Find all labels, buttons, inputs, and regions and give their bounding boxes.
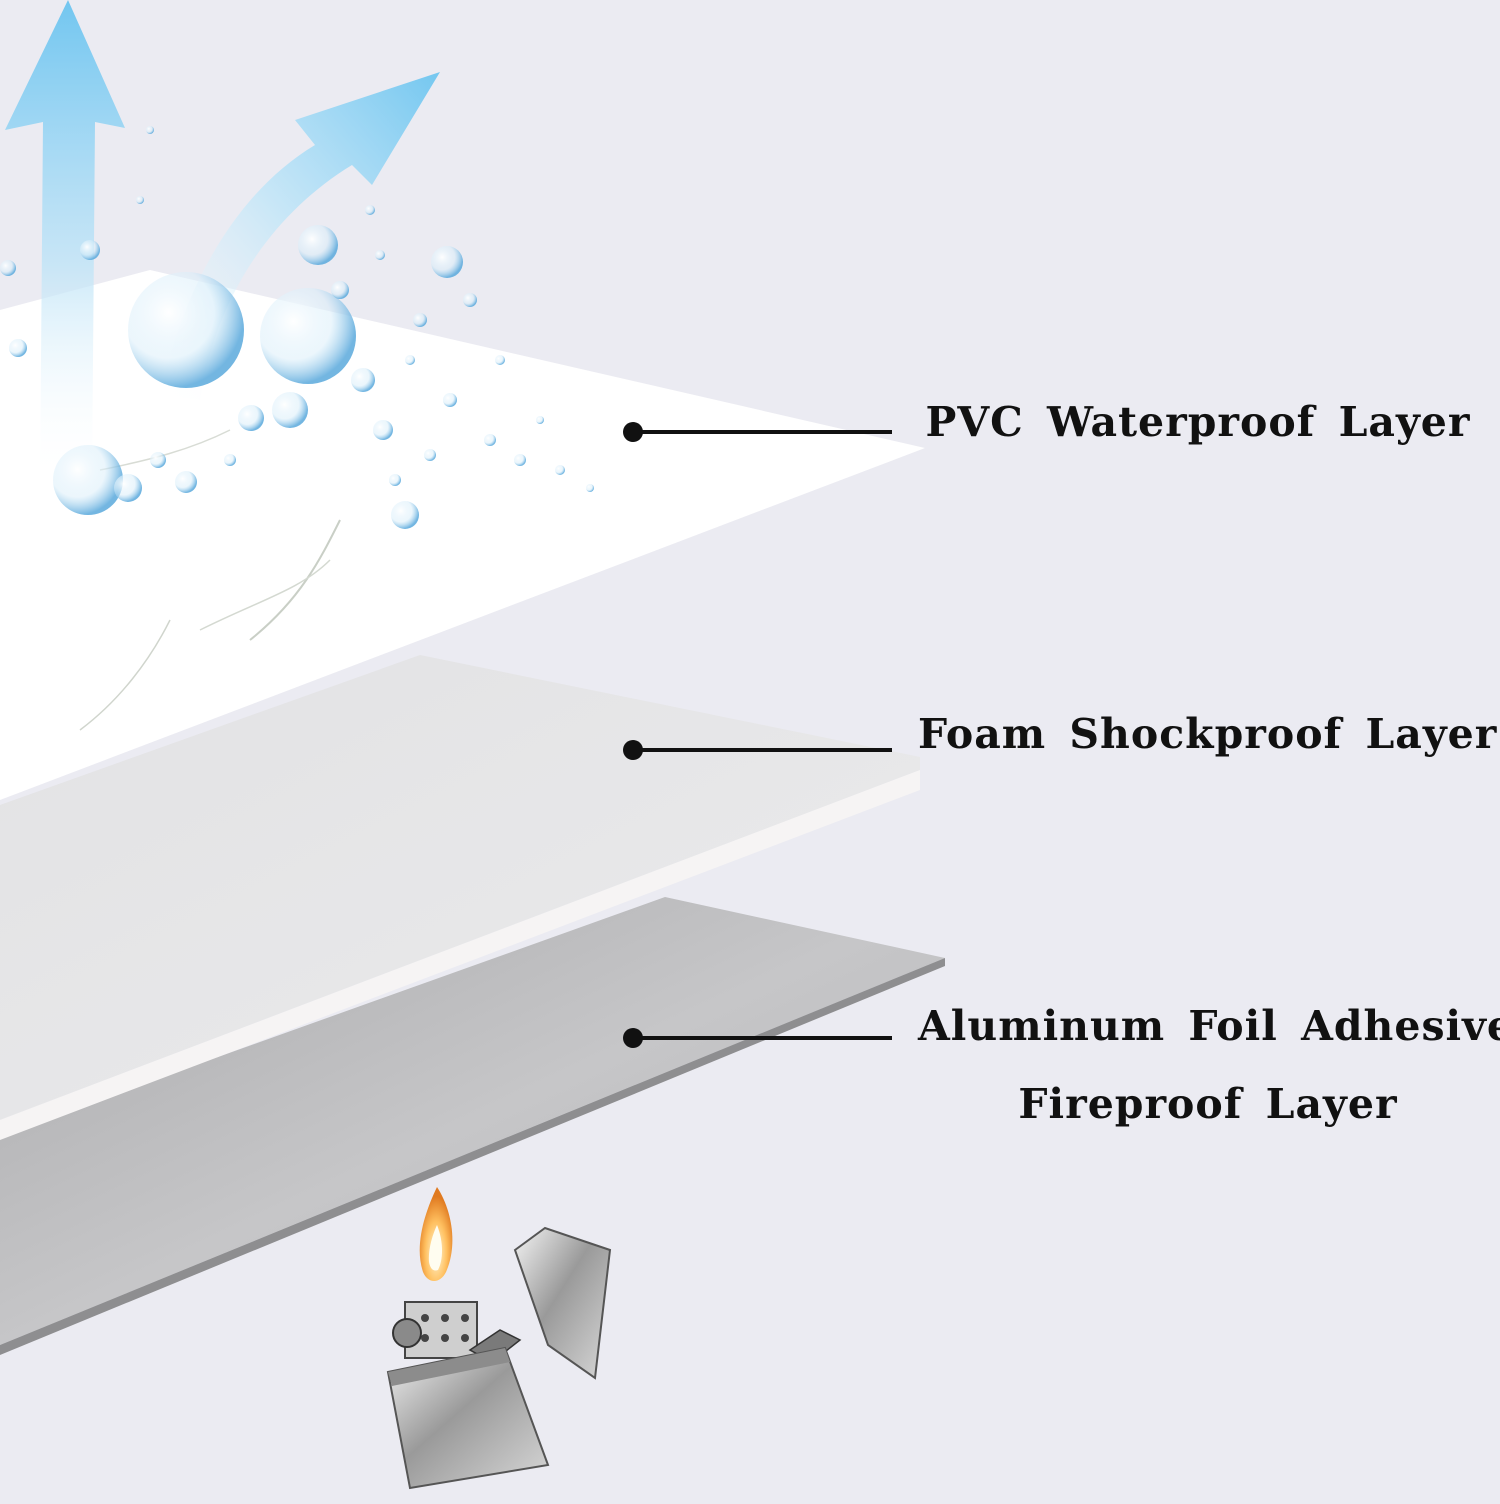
arrow-up-icon	[5, 0, 125, 480]
flame-icon	[419, 1187, 453, 1281]
foam-layer	[0, 655, 920, 1140]
water-droplets-icon	[0, 126, 594, 529]
pvc-layer-label: PVC Waterproof Layer	[925, 398, 1471, 446]
lighter-icon	[386, 1226, 612, 1490]
foam-layer-label: Foam Shockproof Layer	[918, 710, 1498, 758]
leader-line-foil	[623, 1028, 892, 1048]
leader-line-pvc	[623, 422, 892, 442]
leader-line-foam	[623, 740, 892, 760]
foil-layer	[0, 897, 945, 1355]
arrow-curved-icon	[160, 72, 440, 400]
foil-layer-label-line1: Aluminum Foil Adhesive	[918, 1002, 1500, 1050]
foil-layer-label-line2: Fireproof Layer	[1018, 1080, 1398, 1128]
